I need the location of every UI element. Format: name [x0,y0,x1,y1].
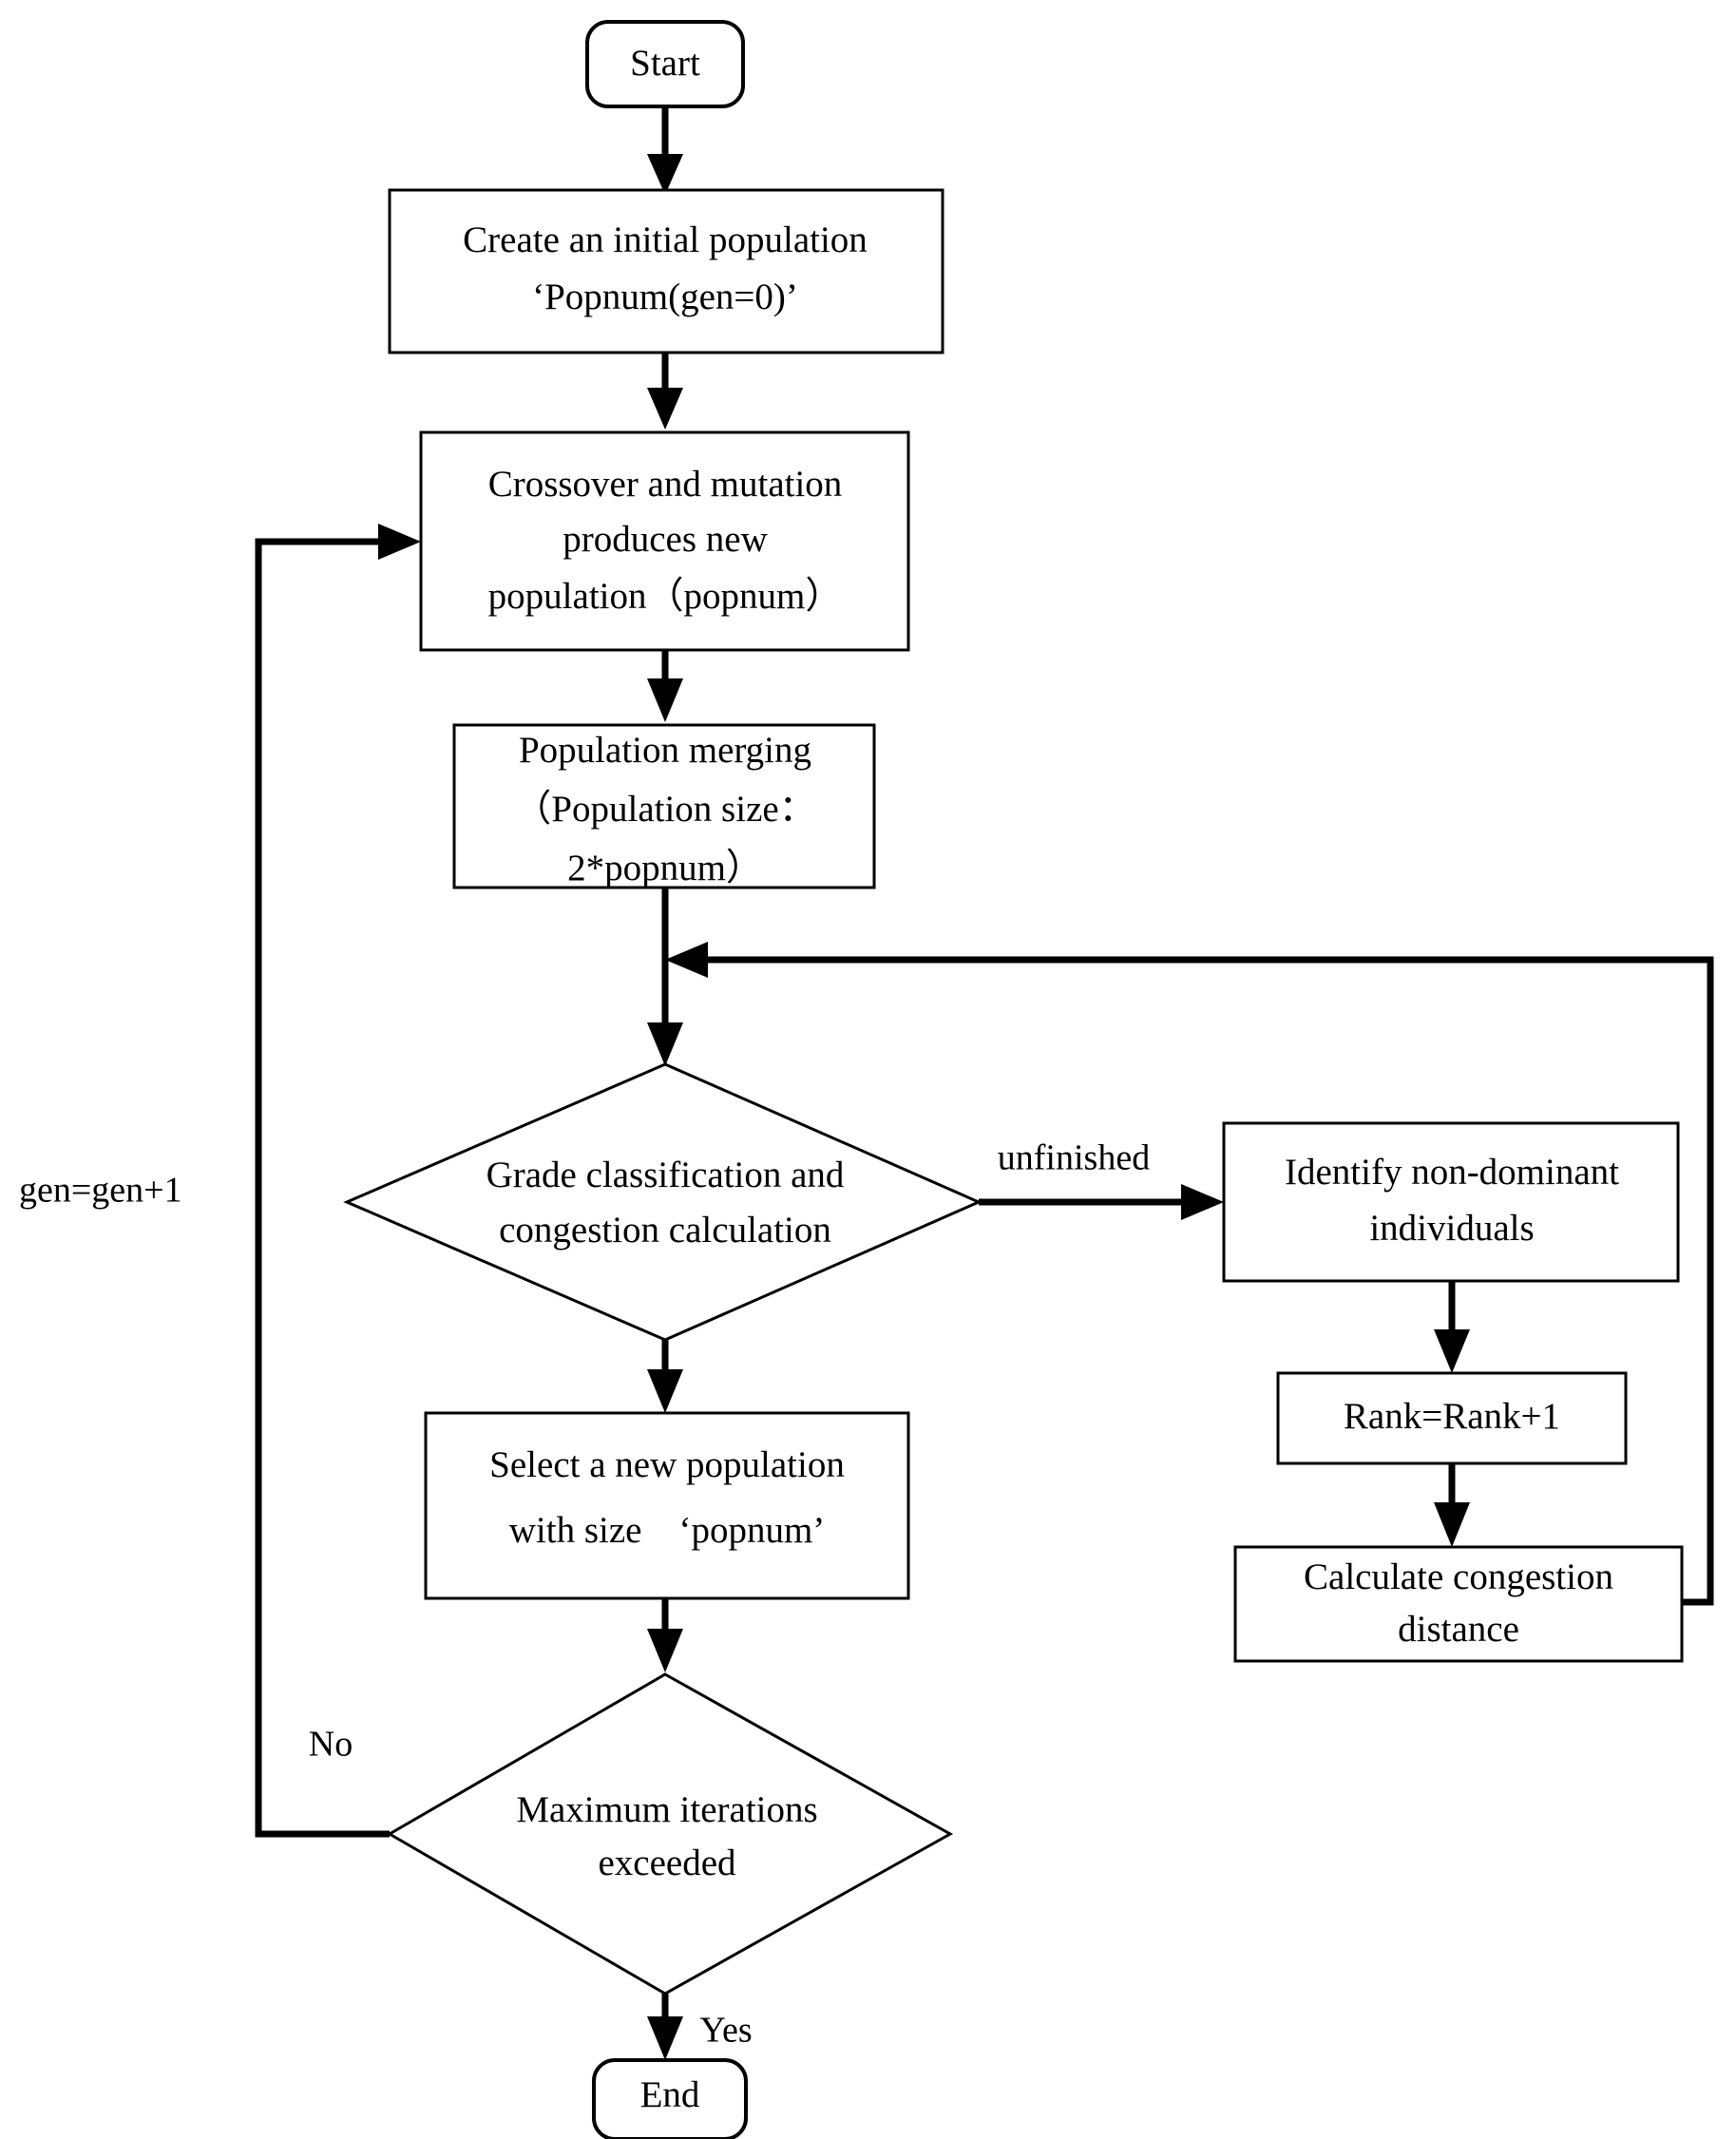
node-crossover-line2: produces new [563,519,768,560]
node-maxiter-line1: Maximum iterations [516,1789,817,1830]
edge-label-gen-increment: gen=gen+1 [19,1171,182,1211]
node-create-population-line2: ‘Popnum(gen=0)’ [532,277,798,317]
node-crossover-line3: population（popnum） [488,576,843,617]
edge-select-to-maxiter [647,1598,683,1672]
edge-maxiter-to-end [647,1994,683,2060]
node-congestion-line1: Calculate congestion [1304,1557,1613,1597]
node-grade-classification-decision[interactable]: Grade classification and congestion calc… [343,1062,982,1342]
node-select-line2: with size ‘popnum’ [509,1510,826,1551]
node-select-line1: Select a new population [489,1444,845,1485]
node-identify-nondominant[interactable]: Identify non-dominant individuals [1222,1121,1680,1283]
node-crossover-line1: Crossover and mutation [488,464,843,505]
node-grade-line2: congestion calculation [499,1210,831,1251]
node-rank-line1: Rank=Rank+1 [1344,1396,1560,1437]
node-congestion-line2: distance [1398,1609,1519,1650]
node-max-iterations-decision[interactable]: Maximum iterations exceeded [387,1672,954,1996]
edge-grade-to-select [647,1340,683,1413]
edge-create-to-crossover [647,353,683,430]
node-create-population[interactable]: Create an initial population ‘Popnum(gen… [388,188,944,354]
edge-congestion-feedback-loop [665,942,1714,1606]
node-identify-line2: individuals [1369,1208,1534,1249]
edge-grade-to-identify [979,1184,1224,1220]
node-grade-line1: Grade classification and [486,1155,845,1195]
node-start[interactable]: Start [585,20,745,108]
node-merging-line2: （Population size： [514,789,815,830]
node-merging-line3: 2*popnum） [567,848,763,888]
node-end[interactable]: End [592,2058,748,2139]
node-rank-increment[interactable]: Rank=Rank+1 [1276,1371,1628,1465]
node-select-population[interactable]: Select a new population with size ‘popnu… [424,1411,910,1600]
edge-label-unfinished: unfinished [998,1138,1150,1178]
node-population-merging[interactable]: Population merging （Population size： 2*p… [452,723,876,889]
node-crossover-mutation[interactable]: Crossover and mutation produces new popu… [419,430,910,652]
edge-rank-to-congestion [1434,1463,1470,1547]
node-create-population-line1: Create an initial population [463,220,868,260]
node-end-label: End [640,2074,700,2115]
edge-merging-to-grade [647,888,683,1066]
node-calculate-congestion[interactable]: Calculate congestion distance [1233,1545,1684,1663]
edge-identify-to-rank [1434,1281,1470,1373]
node-merging-line1: Population merging [519,730,811,771]
edge-no-feedback-loop [255,524,421,1838]
node-maxiter-line2: exceeded [598,1843,736,1883]
node-identify-line1: Identify non-dominant [1285,1152,1619,1193]
edge-start-to-create [647,106,683,195]
edge-crossover-to-merging [647,650,683,722]
edge-label-no: No [309,1725,353,1765]
edge-label-yes: Yes [699,2011,752,2051]
node-start-label: Start [630,43,700,84]
